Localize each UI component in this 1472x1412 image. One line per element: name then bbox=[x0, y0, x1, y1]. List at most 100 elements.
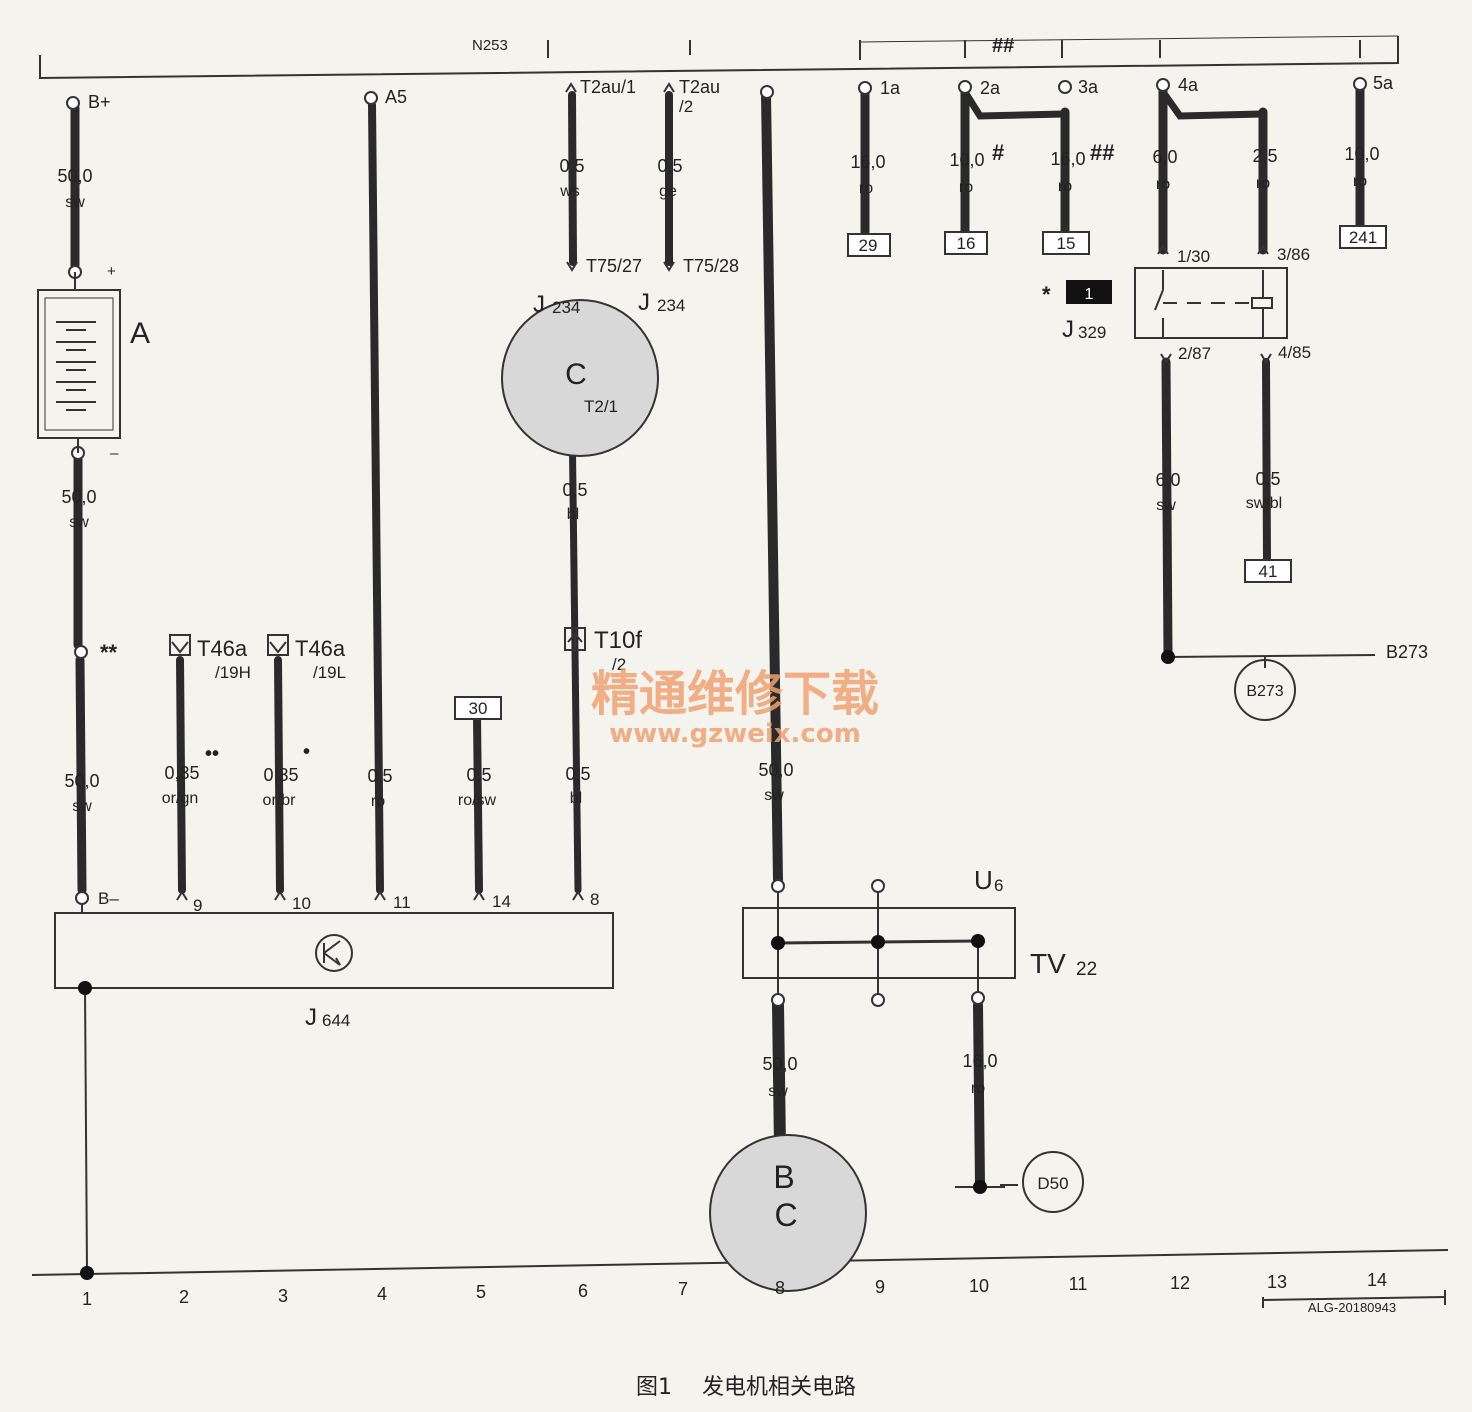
connector-icons bbox=[169, 627, 586, 656]
caption-prefix: 图1 bbox=[636, 1375, 672, 1400]
ref-boxes bbox=[454, 225, 1387, 720]
col-number: 12 bbox=[1170, 1273, 1190, 1293]
star-mark: * bbox=[1042, 282, 1051, 307]
w2-color: or/gn bbox=[162, 790, 198, 807]
col-number: 2 bbox=[179, 1287, 189, 1307]
p287-label: 2/87 bbox=[1178, 344, 1211, 363]
u6-label: U bbox=[974, 865, 993, 895]
col-number: 1 bbox=[82, 1289, 92, 1309]
box-16: 16 bbox=[957, 234, 976, 253]
j329-label: J bbox=[1062, 316, 1074, 343]
w6b-size: 0,5 bbox=[562, 480, 587, 500]
col-number: 10 bbox=[969, 1276, 989, 1296]
w4-size: 0,5 bbox=[367, 766, 392, 786]
j644-label: J bbox=[305, 1004, 317, 1031]
j234-c-label: C bbox=[565, 358, 587, 391]
footer-code: ALG-20180943 bbox=[1308, 1300, 1396, 1315]
c1a-label: 1a bbox=[880, 78, 901, 98]
w14-size: 10,0 bbox=[1344, 144, 1379, 164]
t21-label: T2/1 bbox=[584, 397, 618, 416]
box-241: 241 bbox=[1349, 228, 1377, 247]
w6a-color: ws bbox=[559, 183, 580, 200]
c2a-label: 2a bbox=[980, 78, 1001, 98]
w1b-size: 50,0 bbox=[61, 487, 96, 507]
t46a1-sub: /19H bbox=[215, 663, 251, 682]
col-number: 13 bbox=[1267, 1272, 1287, 1292]
w10a-color: ro bbox=[959, 179, 973, 196]
top-hash-mark: ## bbox=[992, 35, 1014, 57]
w8a-color: sw bbox=[764, 787, 784, 804]
t7528-label: T75/28 bbox=[683, 256, 739, 276]
w12b-color: sw bbox=[1156, 497, 1176, 514]
w7a-color: ge bbox=[659, 183, 677, 200]
j329-relay bbox=[1066, 267, 1288, 339]
col-number: 14 bbox=[1367, 1270, 1387, 1290]
w5-size: 0,5 bbox=[466, 765, 491, 785]
t46a2-sub: /19L bbox=[313, 663, 346, 682]
t2au2-sub: /2 bbox=[679, 97, 693, 116]
battery-plus: + bbox=[107, 263, 116, 280]
battery-label: A bbox=[130, 317, 150, 350]
w12b-size: 6,0 bbox=[1155, 470, 1180, 490]
w8b-size: 50,0 bbox=[762, 1054, 797, 1074]
w1b-color: sw bbox=[69, 514, 89, 531]
w2-size: 0,35 bbox=[164, 763, 199, 783]
w3-color: or/br bbox=[263, 792, 297, 809]
box-30: 30 bbox=[469, 699, 488, 718]
col-number: 4 bbox=[377, 1284, 387, 1304]
w12a-color: ro bbox=[1156, 176, 1170, 193]
bplus-label: B+ bbox=[88, 92, 111, 112]
col-number: 11 bbox=[1069, 1274, 1088, 1294]
j234-sub-a: 234 bbox=[552, 298, 580, 317]
w1a-size: 50,0 bbox=[57, 166, 92, 186]
w8a-size: 50,0 bbox=[758, 760, 793, 780]
caption-title: 发电机相关电路 bbox=[702, 1375, 856, 1400]
alternator-bc bbox=[709, 1134, 867, 1292]
col-number: 7 bbox=[678, 1279, 688, 1299]
battery-minus: – bbox=[110, 445, 119, 462]
alt-c-label: C bbox=[774, 1197, 797, 1233]
u6-sub: 6 bbox=[994, 876, 1003, 895]
w6c-size: 0,5 bbox=[565, 764, 590, 784]
w13b-color: sw/bl bbox=[1246, 495, 1282, 512]
p130-label: 1/30 bbox=[1177, 247, 1210, 266]
tv22-label: TV bbox=[1030, 948, 1066, 979]
col-number: 9 bbox=[875, 1277, 885, 1297]
t46a2-label: T46a bbox=[295, 636, 346, 661]
w4-color: ro bbox=[371, 793, 385, 810]
pin8-label: 8 bbox=[590, 890, 599, 909]
pin10-label: 10 bbox=[292, 894, 311, 913]
d50-label: D50 bbox=[1037, 1174, 1068, 1193]
w1c-color: sw bbox=[72, 798, 92, 815]
t46a1-label: T46a bbox=[197, 636, 248, 661]
j234-component bbox=[501, 299, 659, 457]
connector-pins bbox=[66, 77, 1367, 1007]
top-rail bbox=[39, 35, 1399, 80]
pin9-label: 9 bbox=[193, 896, 202, 915]
col-number: 8 bbox=[775, 1278, 785, 1298]
b273-ground-label: B273 bbox=[1246, 683, 1283, 700]
box-41: 41 bbox=[1259, 562, 1278, 581]
text-layer: B+ A5 T2au/1 T2au /2 1a 2a 3a 4a 5a 50,0… bbox=[57, 73, 1428, 1400]
pin14-label: 14 bbox=[492, 892, 511, 911]
w1c-size: 50,0 bbox=[64, 771, 99, 791]
t2au2-label: T2au bbox=[679, 77, 720, 97]
c5a-label: 5a bbox=[1373, 73, 1394, 93]
w12a-size: 6,0 bbox=[1152, 147, 1177, 167]
w11-color: ro bbox=[1058, 178, 1072, 195]
heavy-wires bbox=[70, 83, 1365, 1190]
j329-sub: 329 bbox=[1078, 323, 1106, 342]
w13a-size: 2,5 bbox=[1252, 146, 1277, 166]
w14-color: ro bbox=[1353, 173, 1367, 190]
a5-label: A5 bbox=[385, 87, 407, 107]
j234-sub-b: 234 bbox=[657, 296, 685, 315]
w6c-color: bl bbox=[570, 790, 582, 807]
w10b-size: 16,0 bbox=[962, 1051, 997, 1071]
j329-number: 1 bbox=[1085, 286, 1094, 303]
col-number: 5 bbox=[476, 1282, 486, 1302]
w10b-color: ro bbox=[971, 1080, 985, 1097]
box-29: 29 bbox=[859, 236, 878, 255]
w6b-color: bl bbox=[567, 506, 579, 523]
